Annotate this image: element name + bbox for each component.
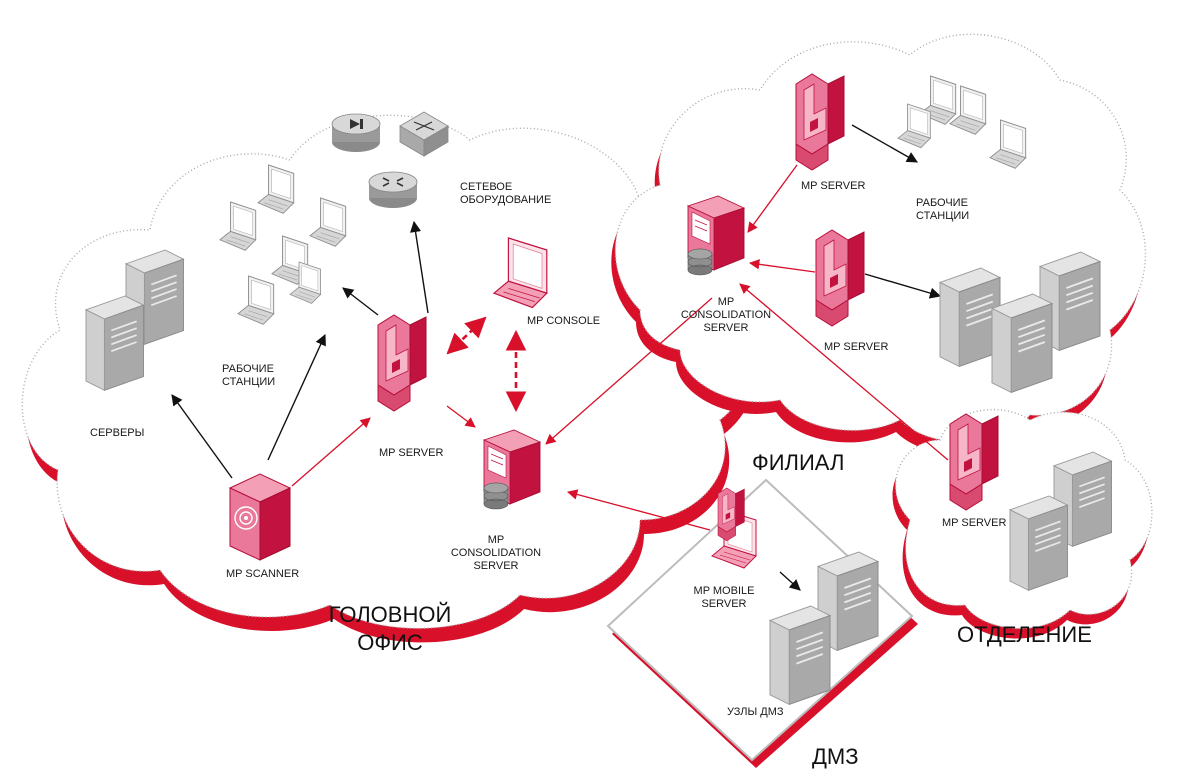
switch-icon xyxy=(331,113,381,152)
hub-icon xyxy=(399,111,449,157)
dmz-nodes-label: УЗЛЫ ДМЗ xyxy=(727,706,784,718)
arrow-console-mpserver xyxy=(446,316,487,355)
arrow-mpserver-network xyxy=(409,220,429,314)
mp-scanner-label: MP SCANNER xyxy=(226,568,299,580)
branch-zone-label: ФИЛИАЛ xyxy=(752,450,844,475)
router-icon xyxy=(368,171,418,208)
arrow-mpserver-workstations xyxy=(342,287,379,316)
dmz-zone-label: ДМЗ xyxy=(812,744,859,769)
branch-mp-server-mid-label: MP SERVER xyxy=(824,341,888,353)
arrow-branch-workstations xyxy=(851,124,918,163)
arrow-branch-servers xyxy=(864,273,942,299)
servers-label: СЕРВЕРЫ xyxy=(90,427,144,439)
arrow-branch-mid-consolidation xyxy=(748,259,816,273)
head-mp-server-label: MP SERVER xyxy=(379,447,443,459)
arrow-mobile-nodes xyxy=(779,571,801,591)
branch-mp-server-top-label: MP SERVER xyxy=(801,180,865,192)
arrow-mpserver-consolidation xyxy=(446,405,476,428)
department-zone-label: ОТДЕЛЕНИЕ xyxy=(957,622,1092,647)
arrow-scanner-mpserver xyxy=(291,417,371,487)
connections xyxy=(171,124,949,591)
arrow-scanner-servers xyxy=(171,394,233,479)
department-mp-server-label: MP SERVER xyxy=(942,517,1006,529)
arrow-mobile-consolidation xyxy=(566,489,711,531)
arrow-scanner-workstations xyxy=(267,333,326,461)
network-equipment xyxy=(331,111,449,208)
arrow-branch-top-consolidation xyxy=(747,164,798,233)
arrow-department-consolidation xyxy=(739,283,949,461)
mp-scanner xyxy=(228,473,292,561)
arrow-branch-consolidation-head xyxy=(545,297,713,445)
mp-console-label: MP CONSOLE xyxy=(527,315,600,327)
